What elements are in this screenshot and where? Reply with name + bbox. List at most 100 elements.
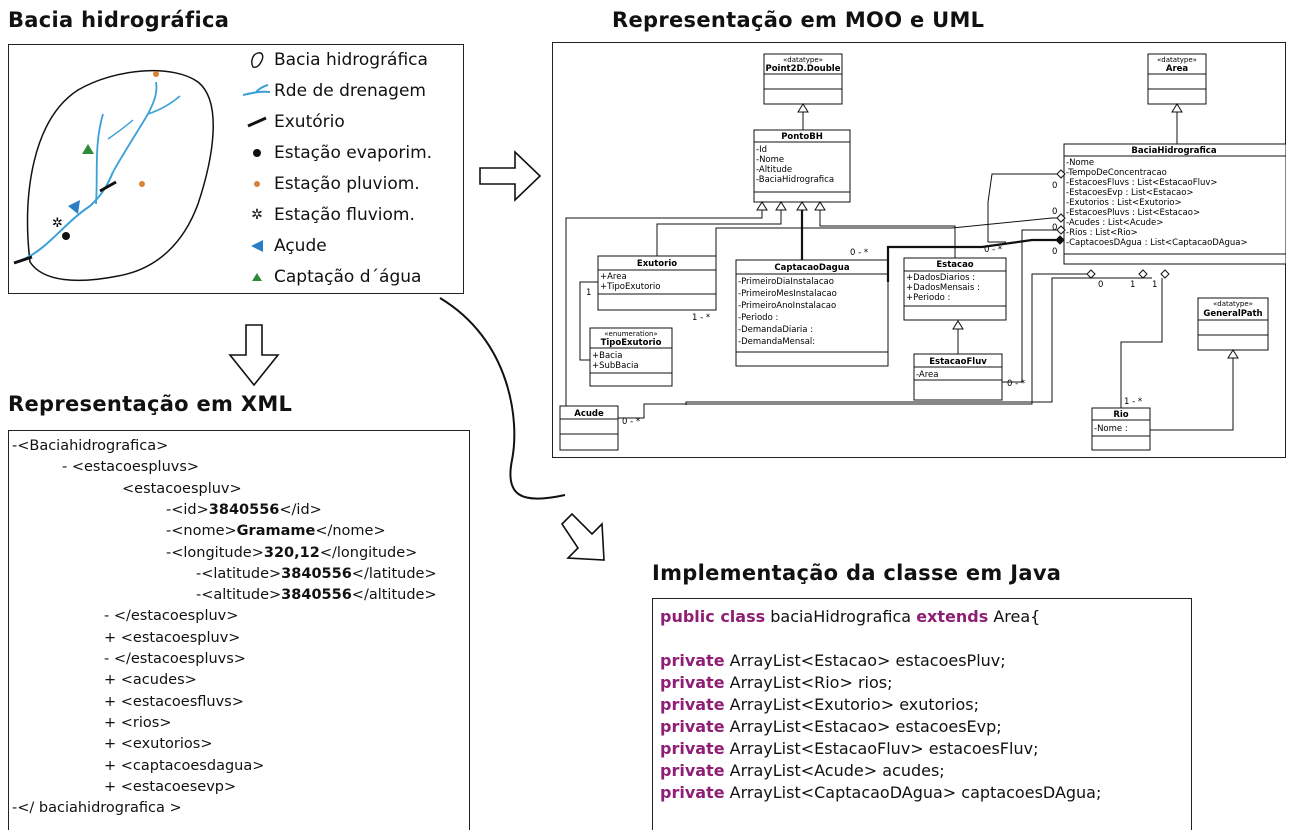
xml-tag: -<id> — [166, 501, 209, 518]
captacao-attr: -DemandaDiaria : — [738, 325, 813, 335]
xml-tag: + <estacoesevp> — [104, 778, 237, 795]
mult: 0 — [1098, 280, 1103, 290]
xml-tag: -<latitude> — [196, 565, 282, 582]
class-point2d: «datatype» Point2D.Double — [763, 53, 843, 105]
xml-value: 320,12 — [263, 544, 320, 561]
basin-outline — [26, 69, 214, 282]
evaporimetric-station-icon — [240, 141, 274, 165]
xml-tag: </altitude> — [351, 587, 437, 604]
xml-line: -<id>3840556</id> — [166, 500, 322, 521]
class-tipoexutorio: «enumeration» TipoExutorio +Bacia +SubBa… — [589, 327, 673, 387]
xml-line: -<Baciahidrografica> — [12, 436, 168, 457]
java-text: ArrayList<Rio> rios; — [724, 673, 893, 692]
mult: 0 — [1052, 181, 1057, 191]
curve-to-java — [439, 297, 566, 500]
arrow-right-to-uml — [479, 150, 542, 202]
xml-tag: -<longitude> — [166, 544, 264, 561]
xml-line: -<altitude>3840556</altitude> — [196, 585, 437, 606]
captacao-attr: -DemandaMensal: — [738, 337, 815, 347]
xml-tag: + <estacoesfluvs> — [104, 693, 244, 710]
aggregation-diamonds — [1055, 169, 1170, 279]
bacia-attr: -EstacoesFluvs : List<EstacaoFluv> — [1066, 178, 1218, 188]
mult: 1 — [586, 288, 591, 298]
bacia-attr: -Nome — [1066, 158, 1094, 168]
xml-line: -</ baciahidrografica > — [12, 798, 182, 819]
bacia-attr: -EstacoesPluvs : List<Estacao> — [1066, 208, 1200, 218]
river-trib-1 — [95, 113, 104, 205]
class-rio: Rio -Nome : — [1091, 407, 1151, 451]
xml-tag: -<nome> — [166, 523, 237, 540]
outlet-icon — [240, 110, 274, 134]
fluviometric-station: ✲ — [52, 216, 63, 231]
xml-tag: + <exutorios> — [104, 736, 213, 753]
xml-tag: - </estacoespluvs> — [104, 651, 246, 667]
java-text: ArrayList<CaptacaoDAgua> captacoesDAgua; — [724, 783, 1102, 802]
exutorio-attr: +Area — [600, 272, 627, 282]
acude-name: Acude — [574, 409, 604, 419]
xml-value: Gramame — [236, 523, 316, 540]
java-keyword: private — [660, 651, 725, 670]
estacaofluv-attr: -Area — [916, 370, 938, 380]
xml-tag: + <captacoesdagua> — [104, 757, 265, 774]
basin-outline-icon — [240, 48, 274, 72]
class-estacaofluv: EstacaoFluv -Area — [913, 353, 1003, 401]
basin-panel — [8, 44, 464, 294]
river-main — [21, 171, 114, 261]
pontobh-attr: -Altitude — [756, 165, 792, 175]
exutorio-attr: +TipoExutorio — [600, 282, 660, 292]
tipoexutorio-stereo: «enumeration» — [604, 330, 657, 338]
java-text: ArrayList<Estacao> estacoesEvp; — [724, 717, 1002, 736]
class-exutorio: Exutorio +Area +TipoExutorio — [597, 255, 717, 311]
mult: 0 - * — [622, 417, 640, 427]
reservoir — [68, 200, 80, 214]
xml-line: + <estacoesfluvs> — [104, 692, 244, 713]
bacia-attr: -EstacoesEvp : List<Estacao> — [1066, 188, 1194, 198]
java-text: baciaHidrografica — [765, 607, 917, 626]
java-keyword: extends — [916, 607, 989, 626]
java-text: ArrayList<Acude> acudes; — [724, 761, 945, 780]
java-keyword: private — [660, 783, 725, 802]
xml-line: - </estacoespluv> — [104, 606, 238, 627]
xml-tag: -<Baciahidrografica> — [12, 438, 169, 454]
water-intake — [82, 144, 94, 154]
mult: 0 - * — [1007, 379, 1025, 389]
legend-water-intake: Captação d´água — [240, 263, 421, 291]
evaporimetric-station — [62, 232, 70, 240]
pluviometric-station-icon — [240, 172, 274, 196]
legend-evaporim: Estação evaporim. — [240, 139, 432, 167]
pluviometric-station-1 — [153, 71, 159, 77]
xml-title: Representação em XML — [8, 392, 293, 416]
xml-line: + <estacoesevp> — [104, 777, 236, 798]
pluviometric-station-2 — [139, 181, 145, 187]
arrow-diagonal-to-java — [560, 512, 605, 561]
xml-tag: <estacoespluv> — [122, 480, 242, 497]
captacao-attr: -PrimeiroMesInstalacao — [738, 289, 837, 299]
class-pontobh: PontoBH -Id -Nome -Altitude -BaciaHidrog… — [753, 129, 851, 203]
drainage-network-icon — [240, 79, 274, 103]
pontobh-attr: -Id — [756, 145, 767, 155]
xml-line: -<nome>Gramame</nome> — [166, 521, 386, 542]
xml-line: -<longitude>320,12</longitude> — [166, 543, 417, 564]
tipoexutorio-name: TipoExutorio — [601, 338, 662, 348]
xml-line: -<latitude>3840556</latitude> — [196, 564, 437, 585]
rel-rio-generalpath — [1150, 349, 1239, 431]
java-line: private ArrayList<Rio> rios; — [660, 672, 893, 694]
java-line: private ArrayList<Estacao> estacoesPluv; — [660, 650, 1006, 672]
java-line: public class baciaHidrografica extends A… — [660, 606, 1040, 628]
class-captacaodagua: CaptacaoDagua -PrimeiroDiaInstalacao -Pr… — [735, 259, 889, 367]
captacao-attr: -PrimeiroDiaInstalacao — [738, 277, 834, 287]
xml-tag: </nome> — [315, 523, 386, 540]
java-keyword: private — [660, 673, 725, 692]
area-name: Area — [1166, 64, 1189, 74]
bacia-attr: -CaptacoesDAgua : List<CaptacaoDAgua> — [1066, 238, 1248, 248]
java-text: Area{ — [988, 607, 1041, 626]
rio-name: Rio — [1113, 410, 1128, 420]
class-estacao: Estacao +DadosDiarios : +DadosMensais : … — [903, 257, 1007, 321]
mult: 0 - * — [984, 245, 1002, 255]
xml-tag: - </estacoespluv> — [104, 608, 239, 625]
class-generalpath: «datatype» GeneralPath — [1197, 297, 1269, 351]
arrow-down-to-xml — [228, 324, 280, 387]
class-baciahidrografica: BaciaHidrografica -Nome -TempoDeConcentr… — [1063, 143, 1286, 265]
point2d-stereo: «datatype» — [783, 56, 823, 64]
